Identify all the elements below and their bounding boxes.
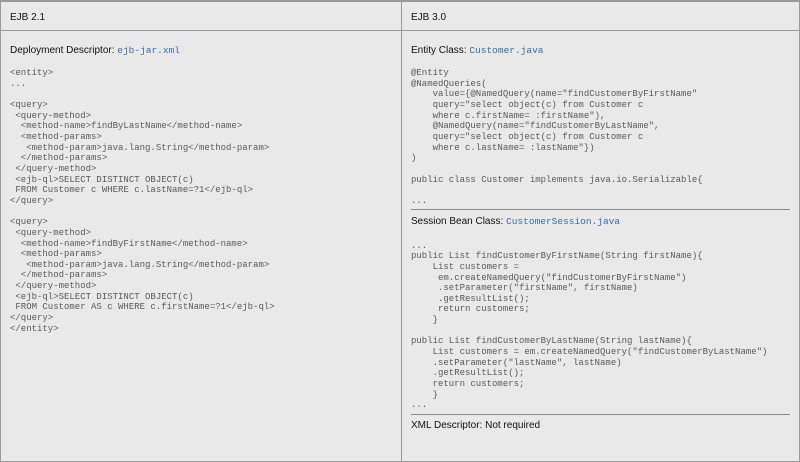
code-line: <method-params> [10,249,102,260]
ejb30-column: EJB 3.0 Entity Class: Customer.java @Ent… [402,2,799,461]
code-line: ... [411,195,428,206]
entity-label-text: Entity Class: [411,45,470,56]
deployment-descriptor-label: Deployment Descriptor: ejb-jar.xml [1,45,401,57]
entity-filename: Customer.java [469,45,544,56]
code-line: <ejb-ql>SELECT DISTINCT OBJECT(c) [10,291,194,302]
session-label-text: Session Bean Class: [411,215,507,227]
code-line: ) [411,153,417,164]
code-line: } [411,315,439,326]
code-line: em.createNamedQuery("findCustomerByFirst… [411,272,687,283]
code-line: return customers; [411,379,525,390]
code-line: </query> [10,313,54,324]
code-line: <ejb-ql>SELECT DISTINCT OBJECT(c) [10,174,194,185]
code-line: query="select object(c) from Customer c [411,99,644,110]
code-line: FROM Customer AS c WHERE c.firstName=?1<… [10,302,275,313]
descriptor-filename: ejb-jar.xml [117,45,180,56]
session-bean-label: Session Bean Class: CustomerSession.java [402,216,799,228]
xml-descriptor-label: XML Descriptor: Not required [411,420,541,432]
code-line: @NamedQueries( [411,78,487,89]
code-line: query="select object(c) from Customer c [411,131,644,142]
ejb21-header: EJB 2.1 [1,2,401,31]
code-line: <entity> [10,68,54,78]
divider [411,208,790,210]
code-line: <query> [10,99,48,110]
code-line: .getResultList(); [411,368,525,379]
code-line [411,185,799,196]
descriptor-label-text: Deployment Descriptor: [10,45,118,56]
code-line: where c.firstName= :firstName"), [411,110,606,121]
code-line [411,164,799,175]
ejb-jar-code: <entity>... <query> <query-method> <metho… [1,68,401,334]
code-line: @Entity [411,68,449,78]
code-line: </query-method> [10,281,97,292]
ejb21-column: EJB 2.1 Deployment Descriptor: ejb-jar.x… [1,2,402,461]
divider [411,414,790,416]
code-line: .getResultList(); [411,293,530,304]
code-line: List customers = [411,261,520,272]
code-line: public List findCustomerByLastName(Strin… [411,336,692,347]
code-line: .setParameter("firstName", firstName) [411,283,638,294]
code-line: <method-name>findByLastName</method-name… [10,121,243,132]
code-line: <method-name>findByFirstName</method-nam… [10,238,248,249]
code-line: <query-method> [10,110,92,121]
session-bean-code: ...public List findCustomerByFirstName(S… [402,241,799,412]
code-line: <query> [10,217,48,228]
code-line: value={@NamedQuery(name="findCustomerByF… [411,89,698,100]
code-line: where c.lastName= :lastName"}) [411,142,595,153]
code-line: </method-params> [10,270,108,281]
code-line: @NamedQuery(name="findCustomerByLastName… [411,121,660,132]
session-filename: CustomerSession.java [506,215,621,227]
code-line: </query-method> [10,163,97,174]
code-line: </method-params> [10,153,108,164]
code-line: </entity> [10,323,59,334]
code-line: ... [10,78,27,89]
code-line [10,207,401,218]
code-line: <query-method> [10,227,92,238]
code-line: ... [411,240,428,251]
code-line [411,326,799,337]
code-line: return customers; [411,304,530,315]
code-line: FROM Customer c WHERE c.lastName=?1</ejb… [10,185,254,196]
ejb30-header: EJB 3.0 [402,2,799,31]
code-line: public class Customer implements java.io… [411,174,703,185]
code-line: <method-params> [10,131,102,142]
code-line: </query> [10,195,54,206]
code-line: public List findCustomerByFirstName(Stri… [411,251,703,262]
entity-class-label: Entity Class: Customer.java [402,45,799,57]
code-line [10,89,401,100]
entity-class-code: @Entity@NamedQueries( value={@NamedQuery… [402,68,799,207]
code-line: <method-param>java.lang.String</method-p… [10,142,270,153]
code-line: ... [411,400,428,411]
code-line: .setParameter("lastName", lastName) [411,357,622,368]
code-line: } [411,389,439,400]
code-line: List customers = em.createNamedQuery("fi… [411,347,768,358]
code-line: <method-param>java.lang.String</method-p… [10,259,270,270]
